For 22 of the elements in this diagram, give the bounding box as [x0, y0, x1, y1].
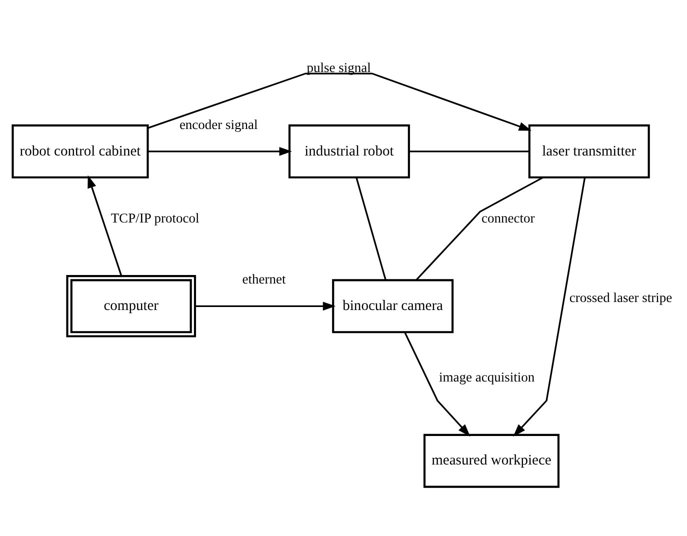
connector	[356, 176, 386, 280]
node-box: measured workpiece	[423, 433, 560, 488]
arrow	[404, 331, 470, 436]
node-box: industrial robot	[288, 124, 410, 178]
arrow	[148, 72, 532, 130]
node-box: robot control cabinet	[12, 124, 149, 178]
node-box: laser transmitter	[528, 124, 650, 178]
edge-label: encoder signal	[179, 116, 258, 132]
edge-label: image acquisition	[439, 368, 535, 384]
node-box: binocular camera	[332, 278, 454, 333]
arrow	[148, 146, 292, 156]
edge-label: crossed laser stripe	[569, 289, 672, 304]
arrow	[513, 176, 586, 436]
arrow	[88, 174, 122, 276]
edge-label: ethernet	[242, 271, 286, 286]
edge-label: pulse signal	[306, 59, 371, 74]
edge-label: TCP/IP protocol	[110, 210, 200, 225]
node-box: computer	[66, 274, 196, 337]
edge-label: connector	[481, 210, 535, 225]
arrow	[195, 301, 336, 310]
connector	[409, 150, 530, 152]
connector	[416, 176, 544, 280]
